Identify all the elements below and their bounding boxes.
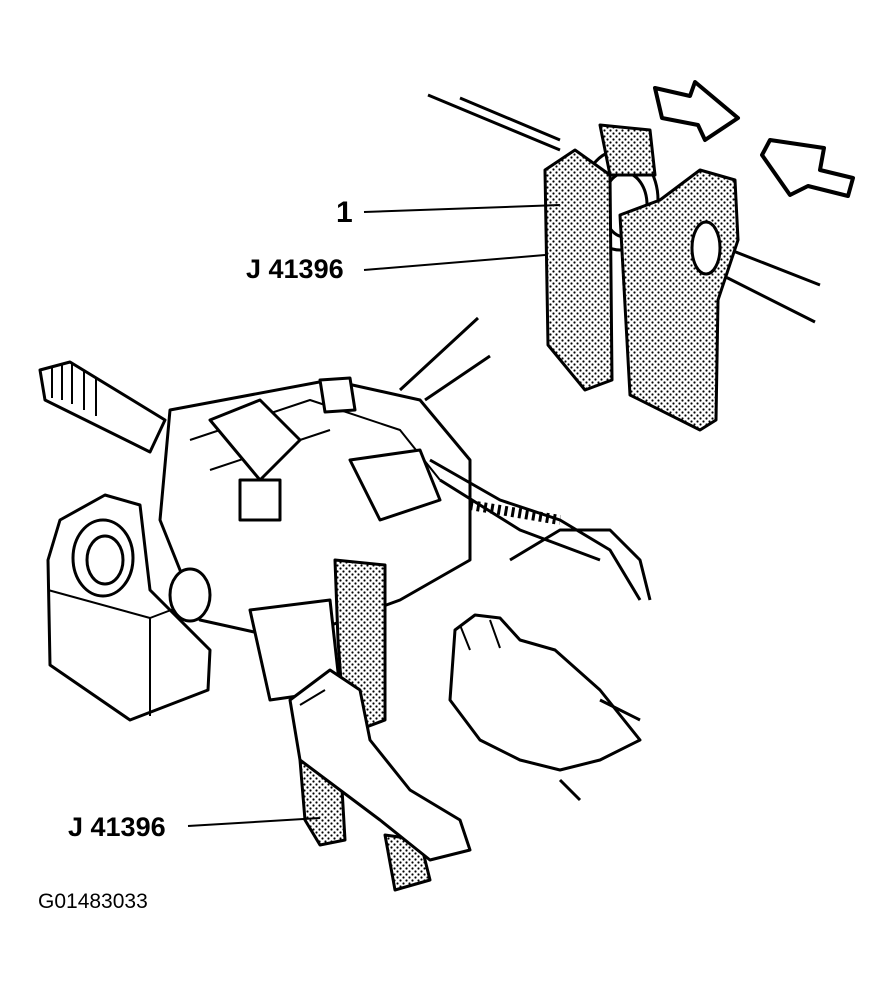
leader-tool-upper bbox=[363, 254, 546, 271]
callout-1: 1 bbox=[336, 196, 353, 229]
technician-hands bbox=[288, 528, 652, 862]
arrow-right-icon bbox=[653, 80, 740, 142]
steering-column-assembly bbox=[38, 316, 642, 892]
callout-tool-lower: J 41396 bbox=[68, 812, 166, 842]
figure-id: G01483033 bbox=[38, 890, 148, 913]
tool-jaw-left bbox=[543, 148, 614, 392]
callout-tool-upper: J 41396 bbox=[246, 254, 344, 284]
splined-shaft bbox=[38, 360, 167, 454]
column-tube bbox=[398, 316, 491, 402]
shaft-hub bbox=[690, 220, 722, 276]
switch-module bbox=[208, 398, 302, 482]
arrow-left-icon bbox=[760, 138, 855, 198]
shaft bbox=[427, 93, 561, 152]
hand-left bbox=[288, 668, 472, 862]
leader-tool-lower bbox=[187, 817, 321, 827]
leader-1 bbox=[363, 204, 561, 213]
hand-right bbox=[448, 613, 642, 772]
leader-lines bbox=[187, 204, 561, 827]
inset-detail bbox=[427, 80, 855, 432]
tool-jaw-right bbox=[618, 168, 740, 432]
